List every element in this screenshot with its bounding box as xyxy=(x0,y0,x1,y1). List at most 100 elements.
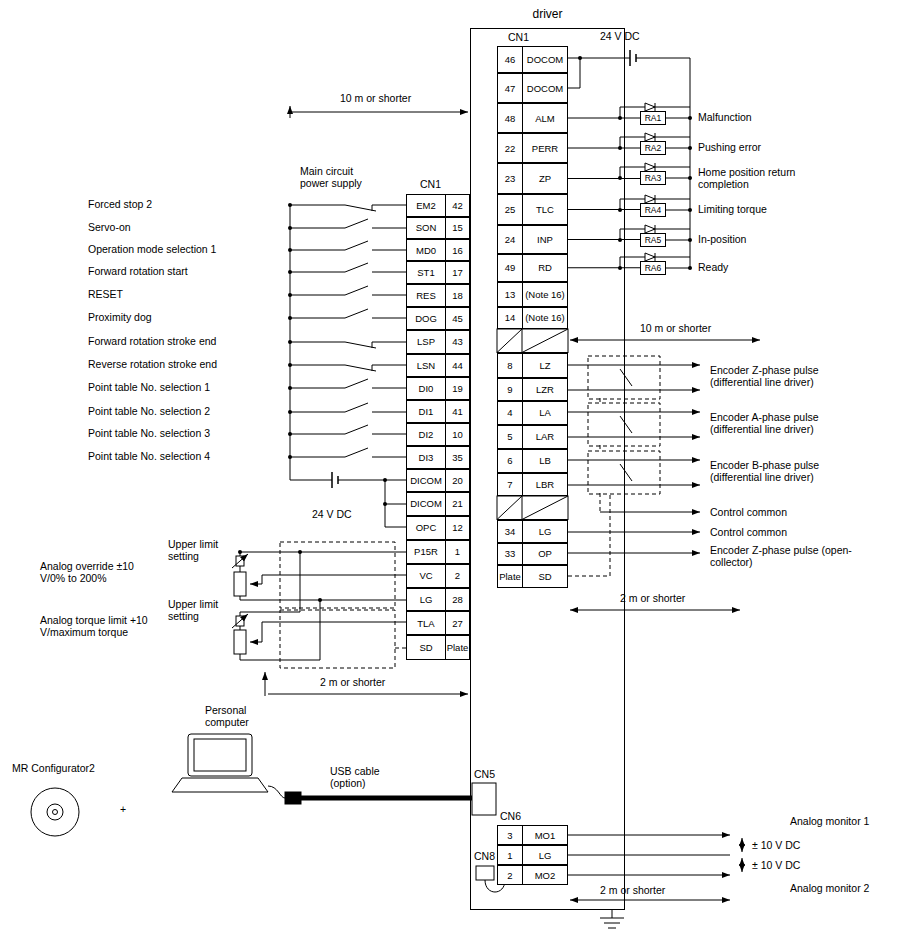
signal-name: TLC xyxy=(523,195,567,224)
junction-dot xyxy=(383,502,387,506)
common-bus xyxy=(290,205,332,480)
connector-pin: 46DOCOM xyxy=(497,46,568,73)
connector-pin: 6LB xyxy=(497,449,568,473)
annotation-label: Encoder B-phase pulse (differential line… xyxy=(710,459,860,483)
connector-pin: 8LZ xyxy=(497,353,568,378)
unused-pin xyxy=(497,496,568,520)
common-wire xyxy=(568,532,700,533)
pin-number: 27 xyxy=(446,612,469,634)
relay-name: RA4 xyxy=(645,205,662,215)
analog-wire xyxy=(240,626,241,630)
connector-pin: 4LA xyxy=(497,401,568,425)
annotation-label: Personal computer xyxy=(205,704,267,728)
connector-pin: DOG45 xyxy=(406,307,470,331)
break-contact-switch xyxy=(290,342,406,348)
signal-name: MO2 xyxy=(523,866,567,884)
signal-name: SD xyxy=(407,636,446,659)
pin-number: 43 xyxy=(446,331,469,353)
make-contact-switch xyxy=(290,379,406,388)
usb-cable xyxy=(268,786,285,798)
pin-number: 9 xyxy=(498,379,523,401)
cable-shield xyxy=(588,403,660,446)
shield-wire xyxy=(600,398,601,512)
connector-pin: ST117 xyxy=(406,261,470,284)
laptop-display xyxy=(194,739,246,771)
signal-name: MO1 xyxy=(523,826,567,844)
connector-pin: DI210 xyxy=(406,423,470,446)
connector-pin: 3MO1 xyxy=(497,825,568,845)
pin-number: 42 xyxy=(446,195,469,216)
unused-pin xyxy=(497,329,568,353)
connector-pin: 49RD xyxy=(497,254,568,282)
signal-wire xyxy=(568,148,640,149)
connector-pin: 9LZR xyxy=(497,378,568,402)
junction-dot xyxy=(578,56,582,60)
connector-pin: SON15 xyxy=(406,217,470,240)
junction-dot xyxy=(318,598,322,602)
connector-pin: LSN44 xyxy=(406,354,470,377)
dimension-arrow xyxy=(570,900,730,901)
usb-plug xyxy=(285,792,301,804)
wiper-wire xyxy=(250,575,406,584)
break-contact-switch xyxy=(290,205,406,211)
signal-name: LZ xyxy=(523,354,567,377)
adjust-arrow xyxy=(232,554,248,568)
annotation-label: 10 m or shorter xyxy=(640,322,711,334)
signal-name: SON xyxy=(407,218,446,239)
usb-connector xyxy=(472,783,496,815)
software-disc xyxy=(31,788,79,836)
dimension-arrow xyxy=(742,858,743,872)
junction-dot xyxy=(688,116,692,120)
pin-number: 1 xyxy=(498,846,523,864)
relay-coil: RA2 xyxy=(640,141,666,155)
pin-number: 18 xyxy=(446,285,469,306)
monitor-wire xyxy=(568,855,730,856)
signal-wire xyxy=(568,178,640,179)
relay-coil: RA1 xyxy=(640,111,666,125)
signal-name: P15R xyxy=(407,541,446,563)
junction-dot xyxy=(238,550,242,554)
signal-wire xyxy=(568,209,640,210)
diode-symbol xyxy=(645,133,655,141)
connector-pin: VC2 xyxy=(406,564,470,588)
connector-pin: LSP43 xyxy=(406,330,470,354)
annotation-label: Home position return completion xyxy=(698,166,798,190)
diode-symbol xyxy=(645,253,655,261)
annotation-label: ± 10 V DC xyxy=(752,859,800,871)
annotation-label: Point table No. selection 4 xyxy=(88,450,210,462)
pin-number: 24 xyxy=(498,226,523,253)
unused-pin-mark xyxy=(497,329,568,353)
annotation-label: 2 m or shorter xyxy=(320,676,385,688)
junction-dot xyxy=(688,176,692,180)
cable-shield xyxy=(280,610,395,668)
annotation-label: In-position xyxy=(698,233,746,245)
annotation-label: RESET xyxy=(88,288,123,300)
dimension-arrow xyxy=(570,610,740,611)
annotation-label: 24 V DC xyxy=(312,508,352,520)
annotation-label: Analog monitor 1 xyxy=(790,815,869,827)
diode-symbol xyxy=(645,225,655,233)
signal-name: LSP xyxy=(407,331,446,353)
make-contact-switch xyxy=(290,263,406,272)
pin-number: 41 xyxy=(446,401,469,422)
annotation-label: Reverse rotation stroke end xyxy=(88,358,217,370)
annotation-label: CN1 xyxy=(420,178,441,190)
pin-number: Plate xyxy=(446,636,469,659)
signal-wire xyxy=(568,267,640,268)
signal-name: OP xyxy=(523,544,567,564)
signal-name: ALM xyxy=(523,104,567,132)
signal-name: EM2 xyxy=(407,195,446,216)
pin-number: 17 xyxy=(446,262,469,283)
monitor-wire xyxy=(568,875,730,876)
annotation-label: Upper limit setting xyxy=(168,538,228,562)
common-wire xyxy=(600,512,700,513)
annotation-label: MR Configurator2 xyxy=(12,762,95,774)
diode-symbol xyxy=(655,163,656,171)
pin-number: 48 xyxy=(498,104,523,132)
pin-number: 22 xyxy=(498,134,523,162)
connector-pin: DICOM20 xyxy=(406,469,470,493)
potentiometer xyxy=(234,572,246,596)
make-contact-switch xyxy=(290,241,406,250)
annotation-label: Forced stop 2 xyxy=(88,198,152,210)
shield-wire xyxy=(568,493,610,576)
